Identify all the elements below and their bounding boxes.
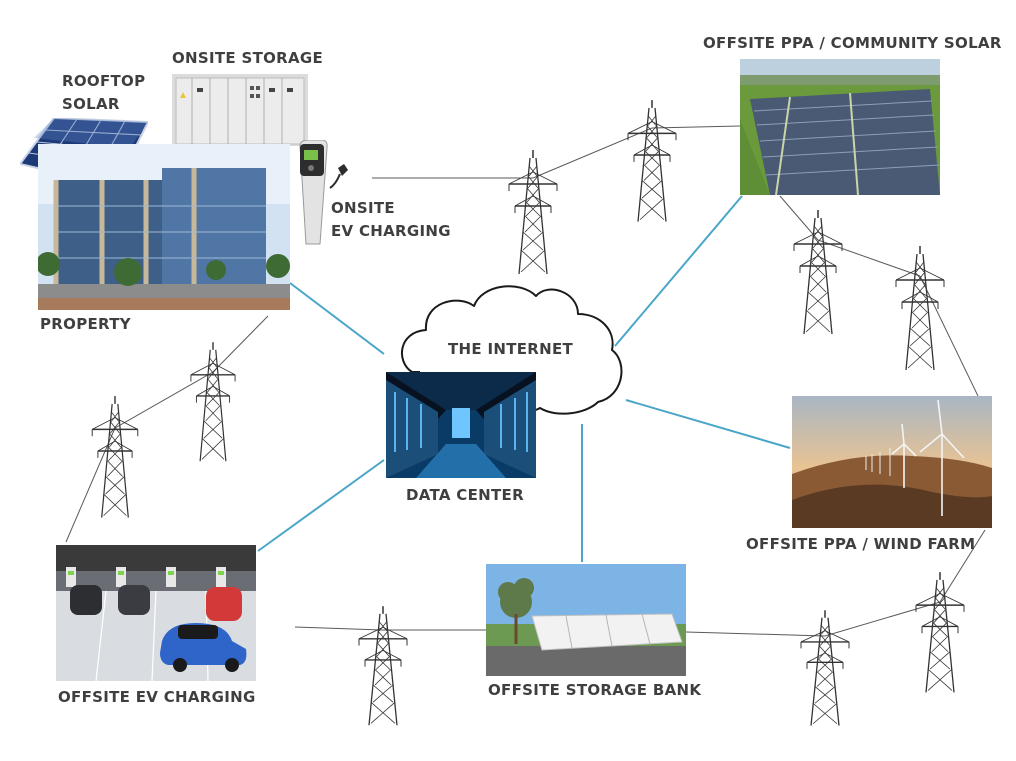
wind-farm-label: OFFSITE PPA / WIND FARM [746,535,976,553]
onsite-ev-label-line2: EV CHARGING [331,222,451,240]
internet-link-community-solar [614,195,743,347]
community-solar-label: OFFSITE PPA / COMMUNITY SOLAR [703,34,1002,52]
onsite-ev-charger-image [294,140,354,246]
transmission-tower-icon [627,99,677,223]
onsite-storage-image [172,74,308,146]
rooftop-solar-label-line2: SOLAR [62,95,120,113]
transmission-tower-icon [895,245,945,371]
transmission-tower-icon [190,341,236,462]
rooftop-solar-label: ROOFTOP SOLAR [62,70,145,116]
offsite-ev-charging-image [56,545,256,681]
data-center-label: DATA CENTER [406,486,524,504]
offsite-ev-charging-label: OFFSITE EV CHARGING [58,688,256,706]
power-line [651,125,741,129]
data-center-image [386,372,536,478]
power-line [114,371,214,429]
internet-label: THE INTERNET [448,340,574,358]
onsite-ev-label-line1: ONSITE [331,199,395,217]
internet-link-wind-farm [625,399,791,449]
power-line [817,239,921,277]
transmission-tower-icon [800,609,850,727]
power-line [779,195,819,241]
storage-bank-image [486,564,686,676]
transmission-tower-icon [358,605,408,726]
power-line [65,427,116,543]
power-line [685,631,826,637]
power-lines [65,125,986,637]
internet-link-property [289,282,385,355]
power-line [212,315,269,373]
power-line [919,275,979,397]
power-line [294,626,384,631]
transmission-tower-icon [915,571,965,694]
internet-link-offsite-ev [257,459,385,552]
rooftop-solar-label-line1: ROOFTOP [62,72,146,90]
internet-links [257,195,791,562]
wind-farm-image [792,396,992,528]
power-line [532,127,653,179]
power-line [939,529,986,603]
transmission-tower-icon [793,209,843,335]
power-line [824,601,941,637]
transmission-tower-icon [508,149,558,275]
property-building-image [38,144,290,310]
community-solar-farm-image [740,59,940,195]
storage-bank-label: OFFSITE STORAGE BANK [488,681,702,699]
onsite-ev-charging-label: ONSITE EV CHARGING [331,197,451,243]
onsite-storage-label: ONSITE STORAGE [172,49,324,67]
transmission-tower-icon [91,395,139,519]
property-label: PROPERTY [40,315,131,333]
